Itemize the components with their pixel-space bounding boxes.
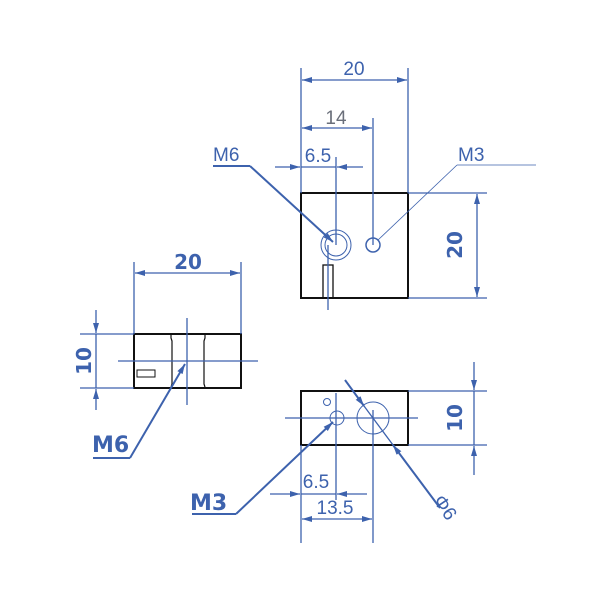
bottom-phi6-offset-dimension: 13.5 bbox=[317, 498, 354, 519]
small-hole bbox=[323, 398, 331, 406]
top-width-dimension: 20 bbox=[343, 59, 364, 80]
top-height-dimension: 20 bbox=[443, 231, 467, 259]
bottom-m3-offset-dimension: 6.5 bbox=[303, 472, 329, 493]
top-view-outline bbox=[300, 192, 409, 299]
top-m3-offset-dimension: 14 bbox=[325, 108, 347, 129]
bottom-view: 10 6.5 13.5 M3 Φ6 bbox=[190, 362, 487, 543]
bottom-diameter-label: Φ6 bbox=[429, 491, 461, 524]
bottom-m3-label: M3 bbox=[190, 491, 227, 516]
side-width-dimension: 20 bbox=[174, 250, 202, 274]
side-m6-label: M6 bbox=[92, 433, 129, 458]
side-view: 20 10 M6 bbox=[72, 250, 258, 459]
top-m6-label: M6 bbox=[213, 145, 239, 166]
top-m6-offset-dimension: 6.5 bbox=[305, 146, 331, 167]
bottom-height-dimension: 10 bbox=[443, 404, 467, 432]
top-m3-label: M3 bbox=[458, 145, 484, 166]
top-view: 20 14 6.5 20 M6 M3 bbox=[213, 59, 536, 310]
side-height-dimension: 10 bbox=[72, 347, 96, 375]
